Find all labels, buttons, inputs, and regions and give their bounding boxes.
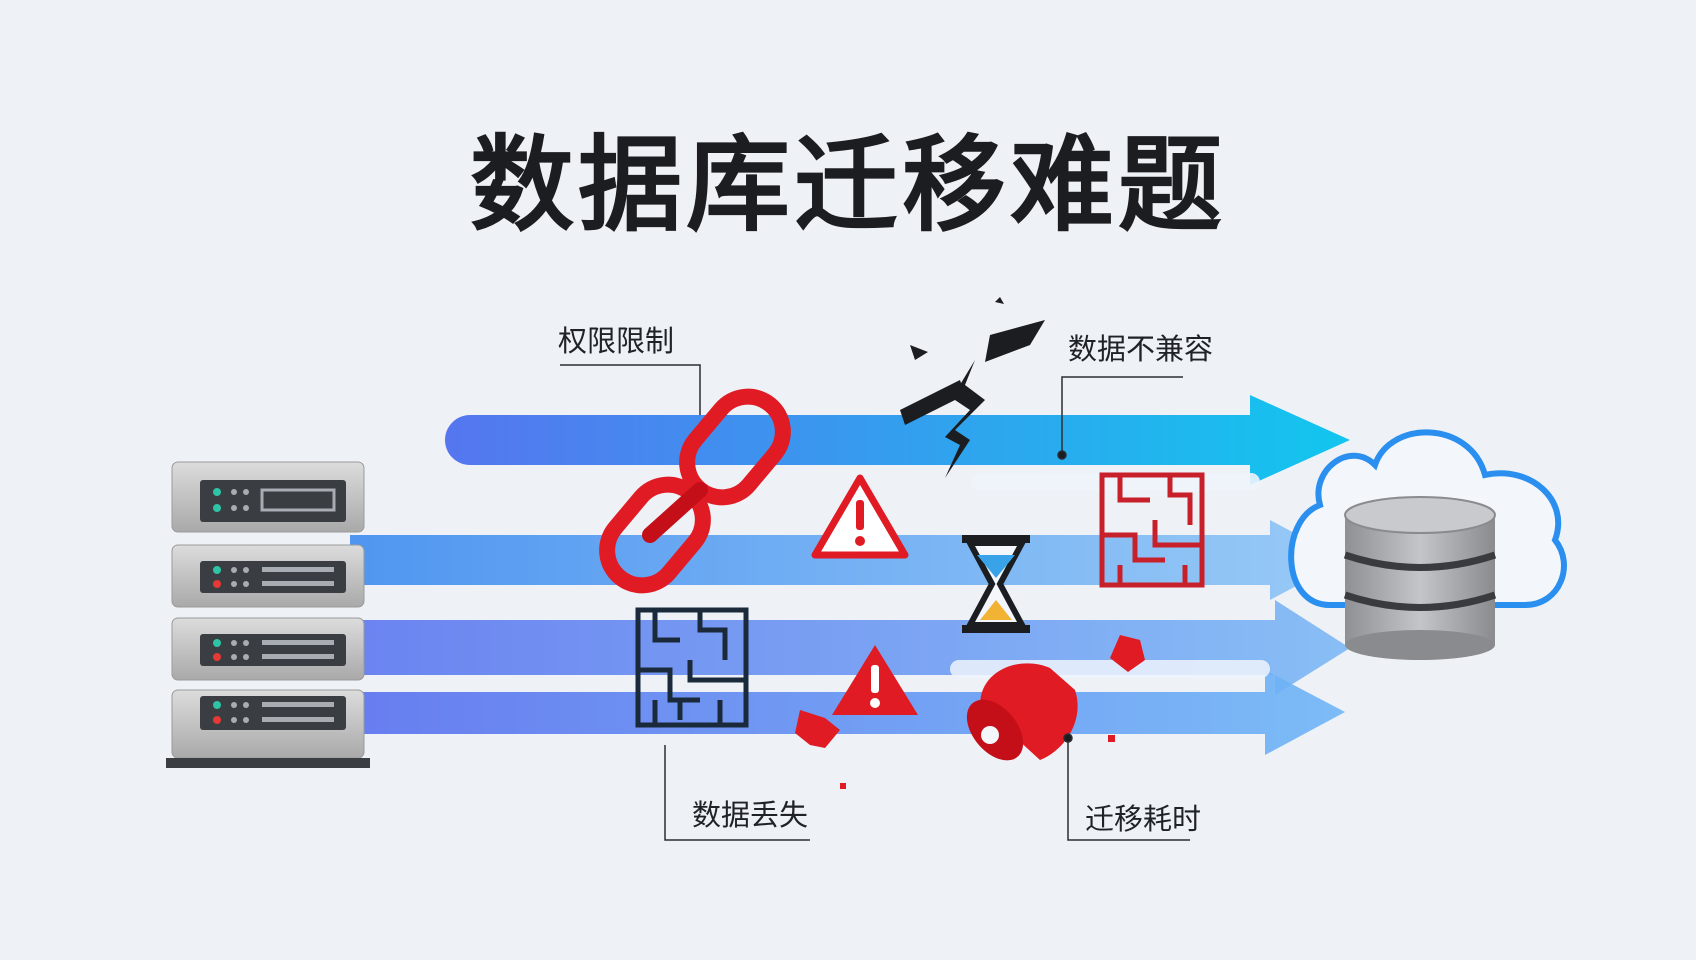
- warning-triangle-icon: [832, 645, 918, 715]
- label-permission: 权限限制: [558, 324, 675, 358]
- flow-highlight: [360, 585, 820, 620]
- flow-arrow-2: [350, 520, 1345, 600]
- alarm-bell-icon: [966, 663, 1078, 761]
- callout-line-loss: [664, 745, 810, 841]
- maze-icon: [1099, 472, 1205, 588]
- flow-arrow-1: [445, 395, 1350, 485]
- cloud-database-icon: [1288, 429, 1567, 660]
- flow-highlight: [360, 675, 490, 692]
- red-shard: [795, 635, 1145, 789]
- callout-line-time: [1067, 738, 1190, 841]
- label-loss: 数据丢失: [692, 798, 809, 832]
- callout-line-permission: [560, 364, 701, 415]
- callout-lines: [560, 364, 1190, 841]
- hourglass-icon: [962, 535, 1030, 633]
- label-time: 迁移耗时: [1085, 802, 1202, 836]
- page-title: 数据库迁移难题: [469, 124, 1226, 246]
- lightning-crack-icon: [900, 297, 1045, 478]
- label-incompatible: 数据不兼容: [1068, 332, 1214, 366]
- server-rack-icon: [166, 461, 370, 768]
- maze-icon: [635, 607, 749, 728]
- broken-chain-icon: [599, 388, 791, 594]
- warning-triangle-icon: [811, 474, 909, 559]
- callout-line-incompatible: [1061, 376, 1183, 455]
